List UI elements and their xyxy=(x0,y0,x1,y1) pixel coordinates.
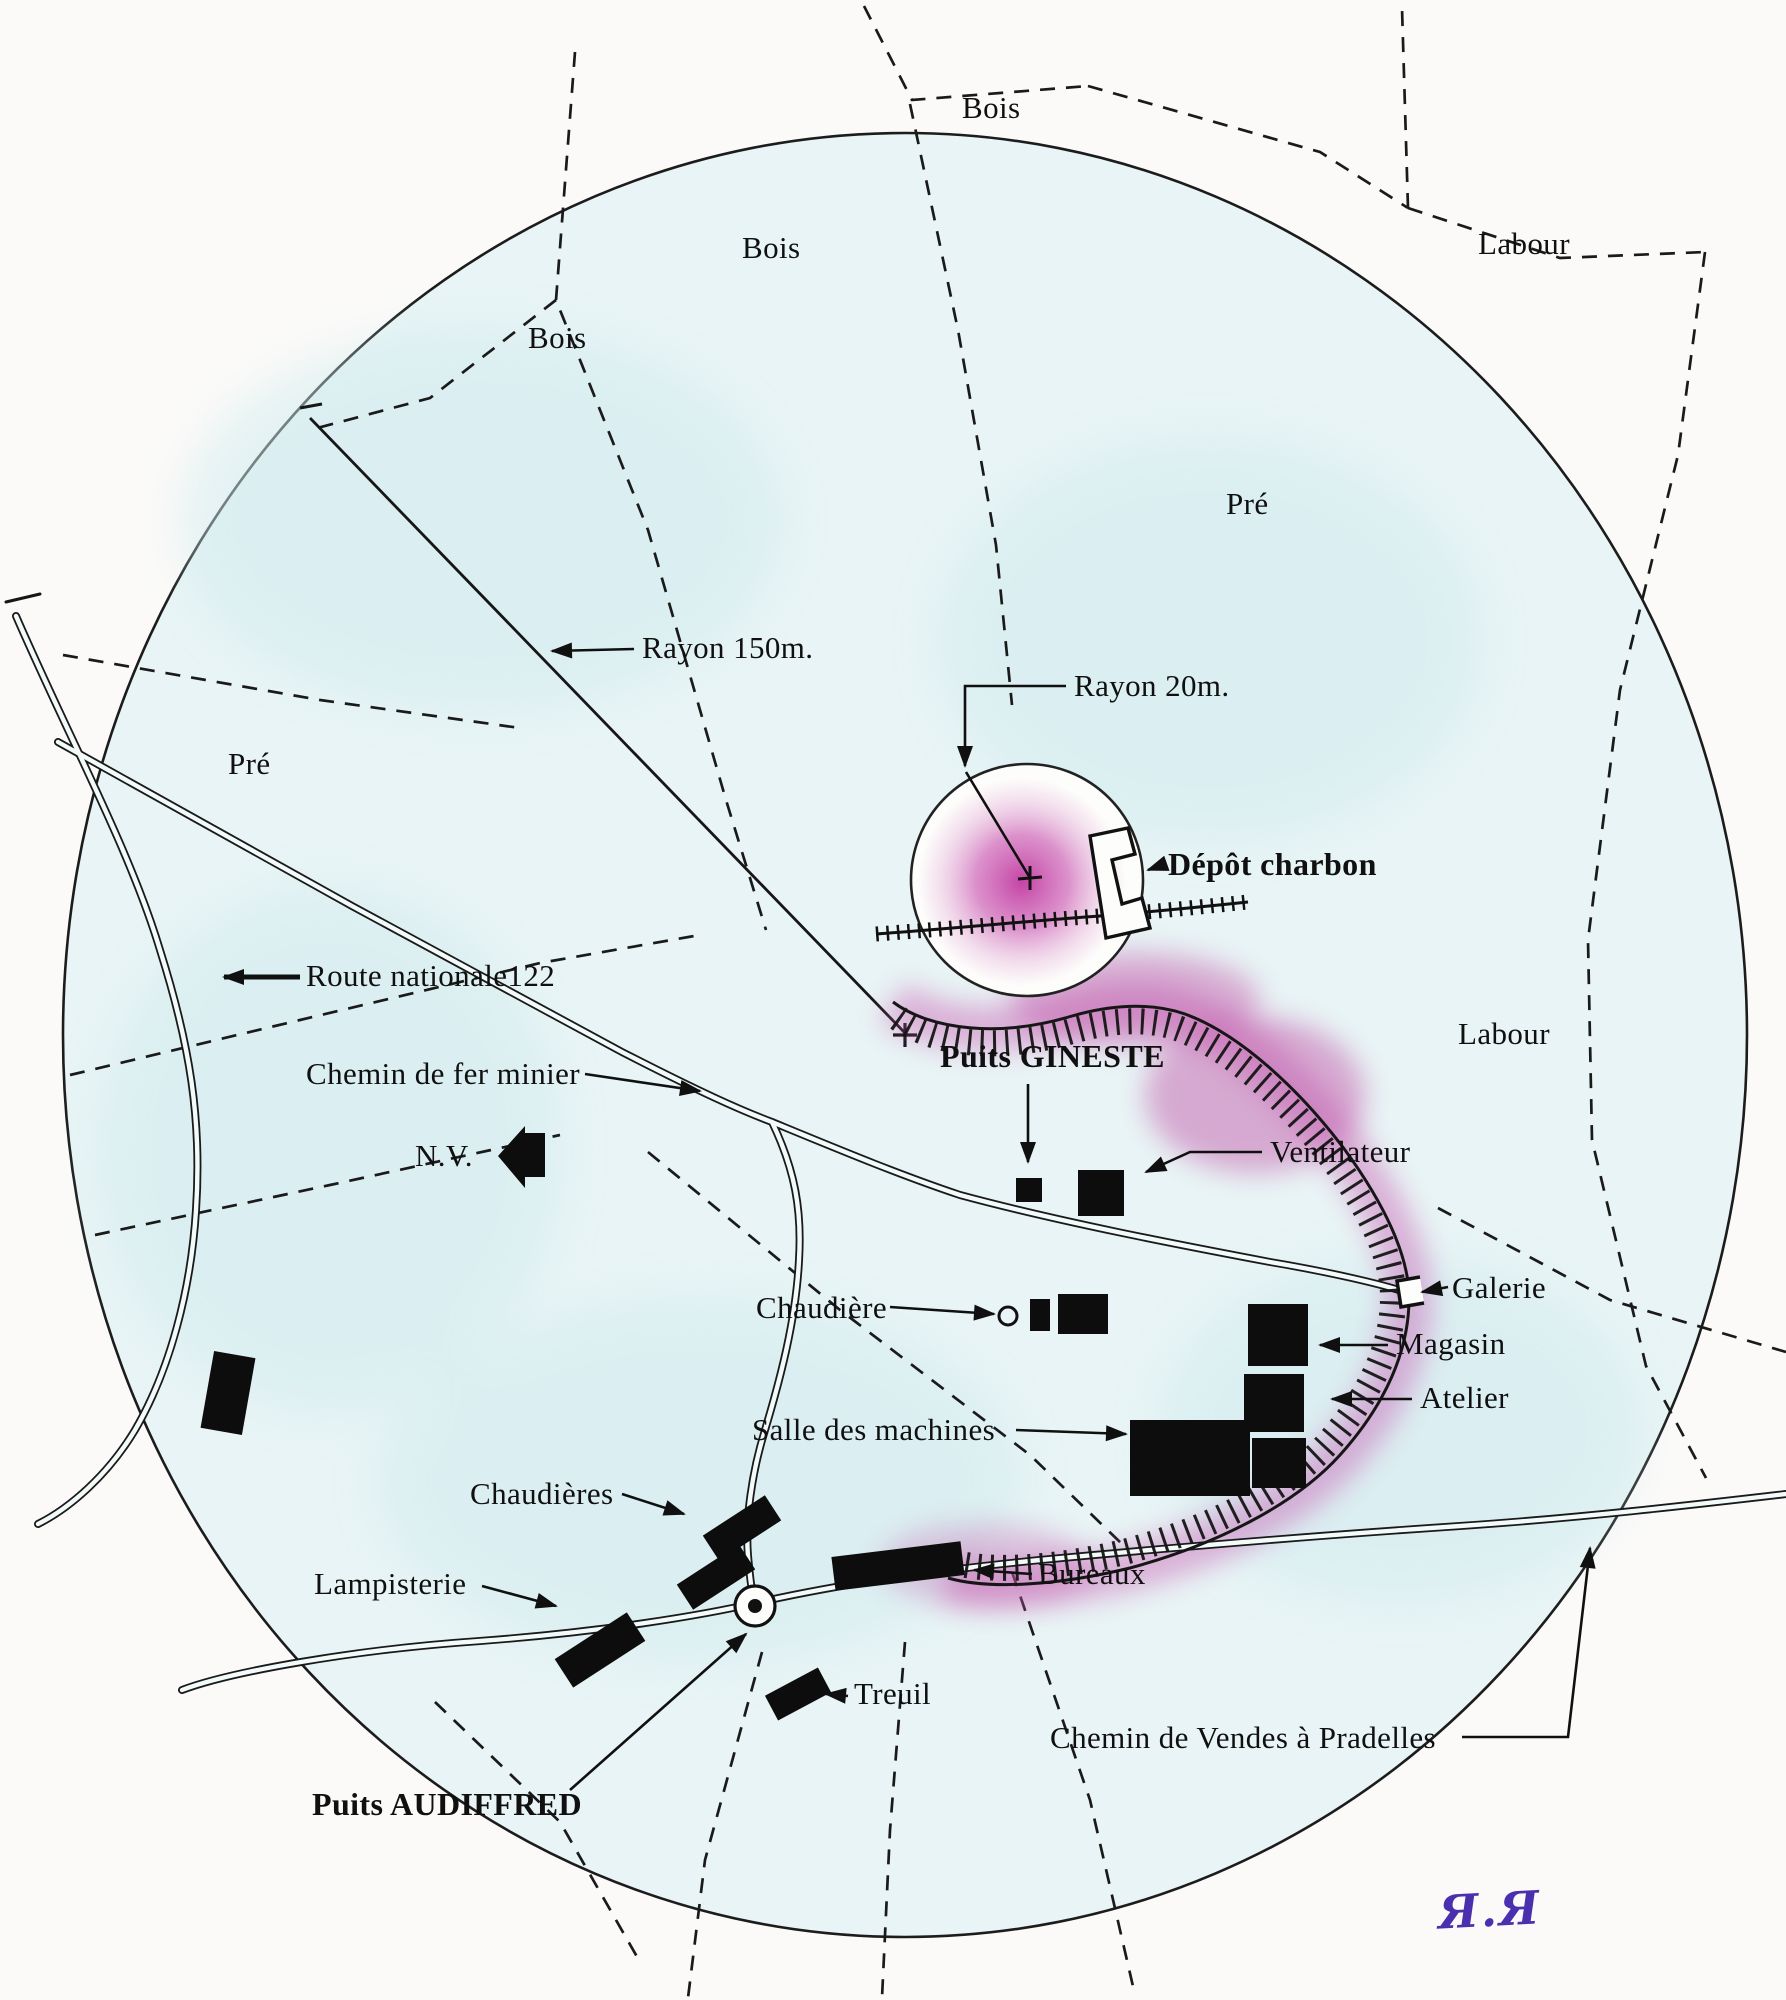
arrow-lampisterie xyxy=(481,1584,558,1609)
label-puits-gineste: Puits GINESTE xyxy=(940,1038,1165,1074)
label-depot-charbon: Dépôt charbon xyxy=(1168,846,1377,882)
label-rayon-150: Rayon 150m. xyxy=(642,630,814,665)
label-bureaux: Bureaux xyxy=(1038,1556,1146,1591)
label-bois-2: Bois xyxy=(742,230,801,265)
label-chaudieres: Chaudières xyxy=(470,1476,614,1511)
arrow-chemin-vendes xyxy=(1462,1546,1596,1739)
label-puits-audiffred: Puits AUDIFFRED xyxy=(312,1786,583,1822)
shaft-puits-audiffred xyxy=(733,1584,777,1628)
label-chaudiere: Chaudière xyxy=(756,1290,887,1325)
building-lampisterie xyxy=(554,1612,646,1688)
arrow-bureaux xyxy=(972,1563,1033,1580)
hachured-boundary xyxy=(890,1000,1411,1587)
radius-150-line xyxy=(299,402,907,1034)
label-route-nationale: Route nationale122 xyxy=(306,958,556,993)
arrow-rayon-20 xyxy=(957,684,1066,768)
symbol-galerie xyxy=(1395,1275,1425,1310)
arrow-galerie xyxy=(1420,1280,1449,1297)
symbol-chaudiere-circle xyxy=(997,1305,1019,1327)
building-chaudieres-2 xyxy=(676,1544,756,1610)
label-arrows xyxy=(222,642,1596,1791)
label-lampisterie: Lampisterie xyxy=(314,1566,467,1601)
label-ventilateur: Ventilateur xyxy=(1270,1134,1411,1169)
radius-20-circle xyxy=(909,762,1145,998)
building-roadside xyxy=(200,1350,256,1436)
building-chaudieres-1 xyxy=(702,1495,782,1561)
label-labour-1: Labour xyxy=(1478,226,1570,261)
building-puits-gineste xyxy=(1016,1178,1042,1202)
arrow-rayon-150 xyxy=(550,642,635,659)
building-ventilateur xyxy=(1078,1170,1124,1216)
arrow-puits-audiffred xyxy=(569,1632,748,1791)
arrow-rayon-20-tie xyxy=(964,771,1032,879)
label-chemin-vendes: Chemin de Vendes à Pradelles xyxy=(1050,1720,1436,1755)
building-bureaux xyxy=(831,1541,965,1591)
label-atelier: Atelier xyxy=(1420,1380,1509,1415)
building-salle-des-machines xyxy=(1130,1420,1250,1496)
symbol-depot-charbon xyxy=(1088,826,1153,941)
label-pre-2: Pré xyxy=(228,746,271,781)
label-bois-1: Bois xyxy=(962,90,1021,125)
signature: Я.Я xyxy=(1436,1880,1543,1940)
arrow-chaudieres xyxy=(621,1492,686,1516)
arrow-chemin-fer xyxy=(584,1072,702,1096)
label-rayon-20: Rayon 20m. xyxy=(1074,668,1230,703)
building-magasin xyxy=(1248,1304,1308,1366)
arrow-depot-charbon xyxy=(1146,855,1170,872)
label-galerie: Galerie xyxy=(1452,1270,1547,1305)
label-pre-1: Pré xyxy=(1226,486,1269,521)
arrow-chaudiere xyxy=(889,1304,996,1321)
railway-depot xyxy=(875,894,1249,942)
building-atelier xyxy=(1244,1374,1304,1432)
arrow-treuil xyxy=(824,1687,849,1704)
label-salle-machines: Salle des machines xyxy=(752,1412,996,1447)
building-treuil xyxy=(764,1667,832,1721)
label-nv: N.V. xyxy=(415,1138,473,1173)
buildings xyxy=(200,1170,1308,1721)
arrow-salle-machines xyxy=(1015,1425,1128,1442)
label-magasin: Magasin xyxy=(1396,1326,1506,1361)
label-labour-2: Labour xyxy=(1458,1016,1550,1051)
label-treuil: Treuil xyxy=(854,1676,932,1711)
label-chemin-fer: Chemin de fer minier xyxy=(306,1056,580,1091)
building-chaudiere-a xyxy=(1030,1299,1050,1331)
building-salle-annex xyxy=(1252,1438,1306,1488)
label-bois-3: Bois xyxy=(528,320,587,355)
building-chaudiere-b xyxy=(1058,1294,1108,1334)
arrow-ventilateur xyxy=(1144,1150,1262,1174)
symbol-nv-arrow xyxy=(498,1126,545,1188)
